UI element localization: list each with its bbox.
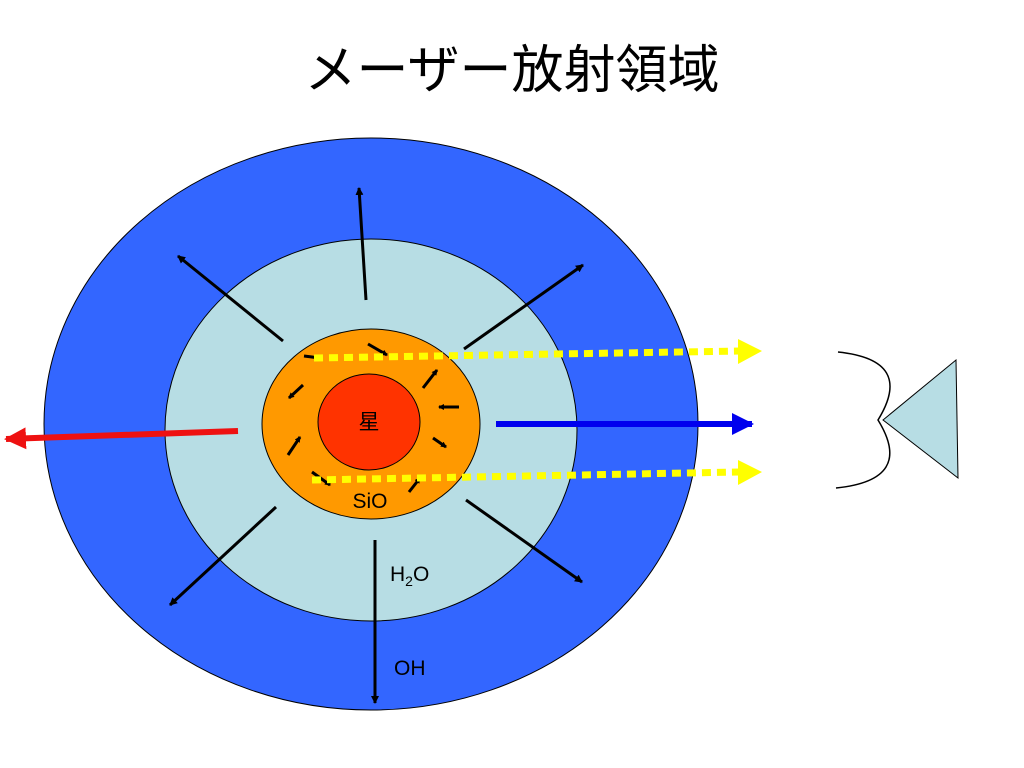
maser-ray-lower-head [738,460,762,485]
maser-ray-upper-head [738,339,762,364]
slide-title: メーザー放射領域 [305,41,720,101]
oh-label: OH [394,657,426,680]
sio-label: SiO [352,490,387,513]
radio-telescope-icon [836,352,958,488]
h2o-label-sub: 2 [405,573,413,589]
star-label: 星 [359,410,380,434]
telescope-dish [836,352,890,488]
h2o-label-h: H [390,563,405,586]
telescope-feed [883,360,958,478]
h2o-label-o: O [413,563,429,586]
